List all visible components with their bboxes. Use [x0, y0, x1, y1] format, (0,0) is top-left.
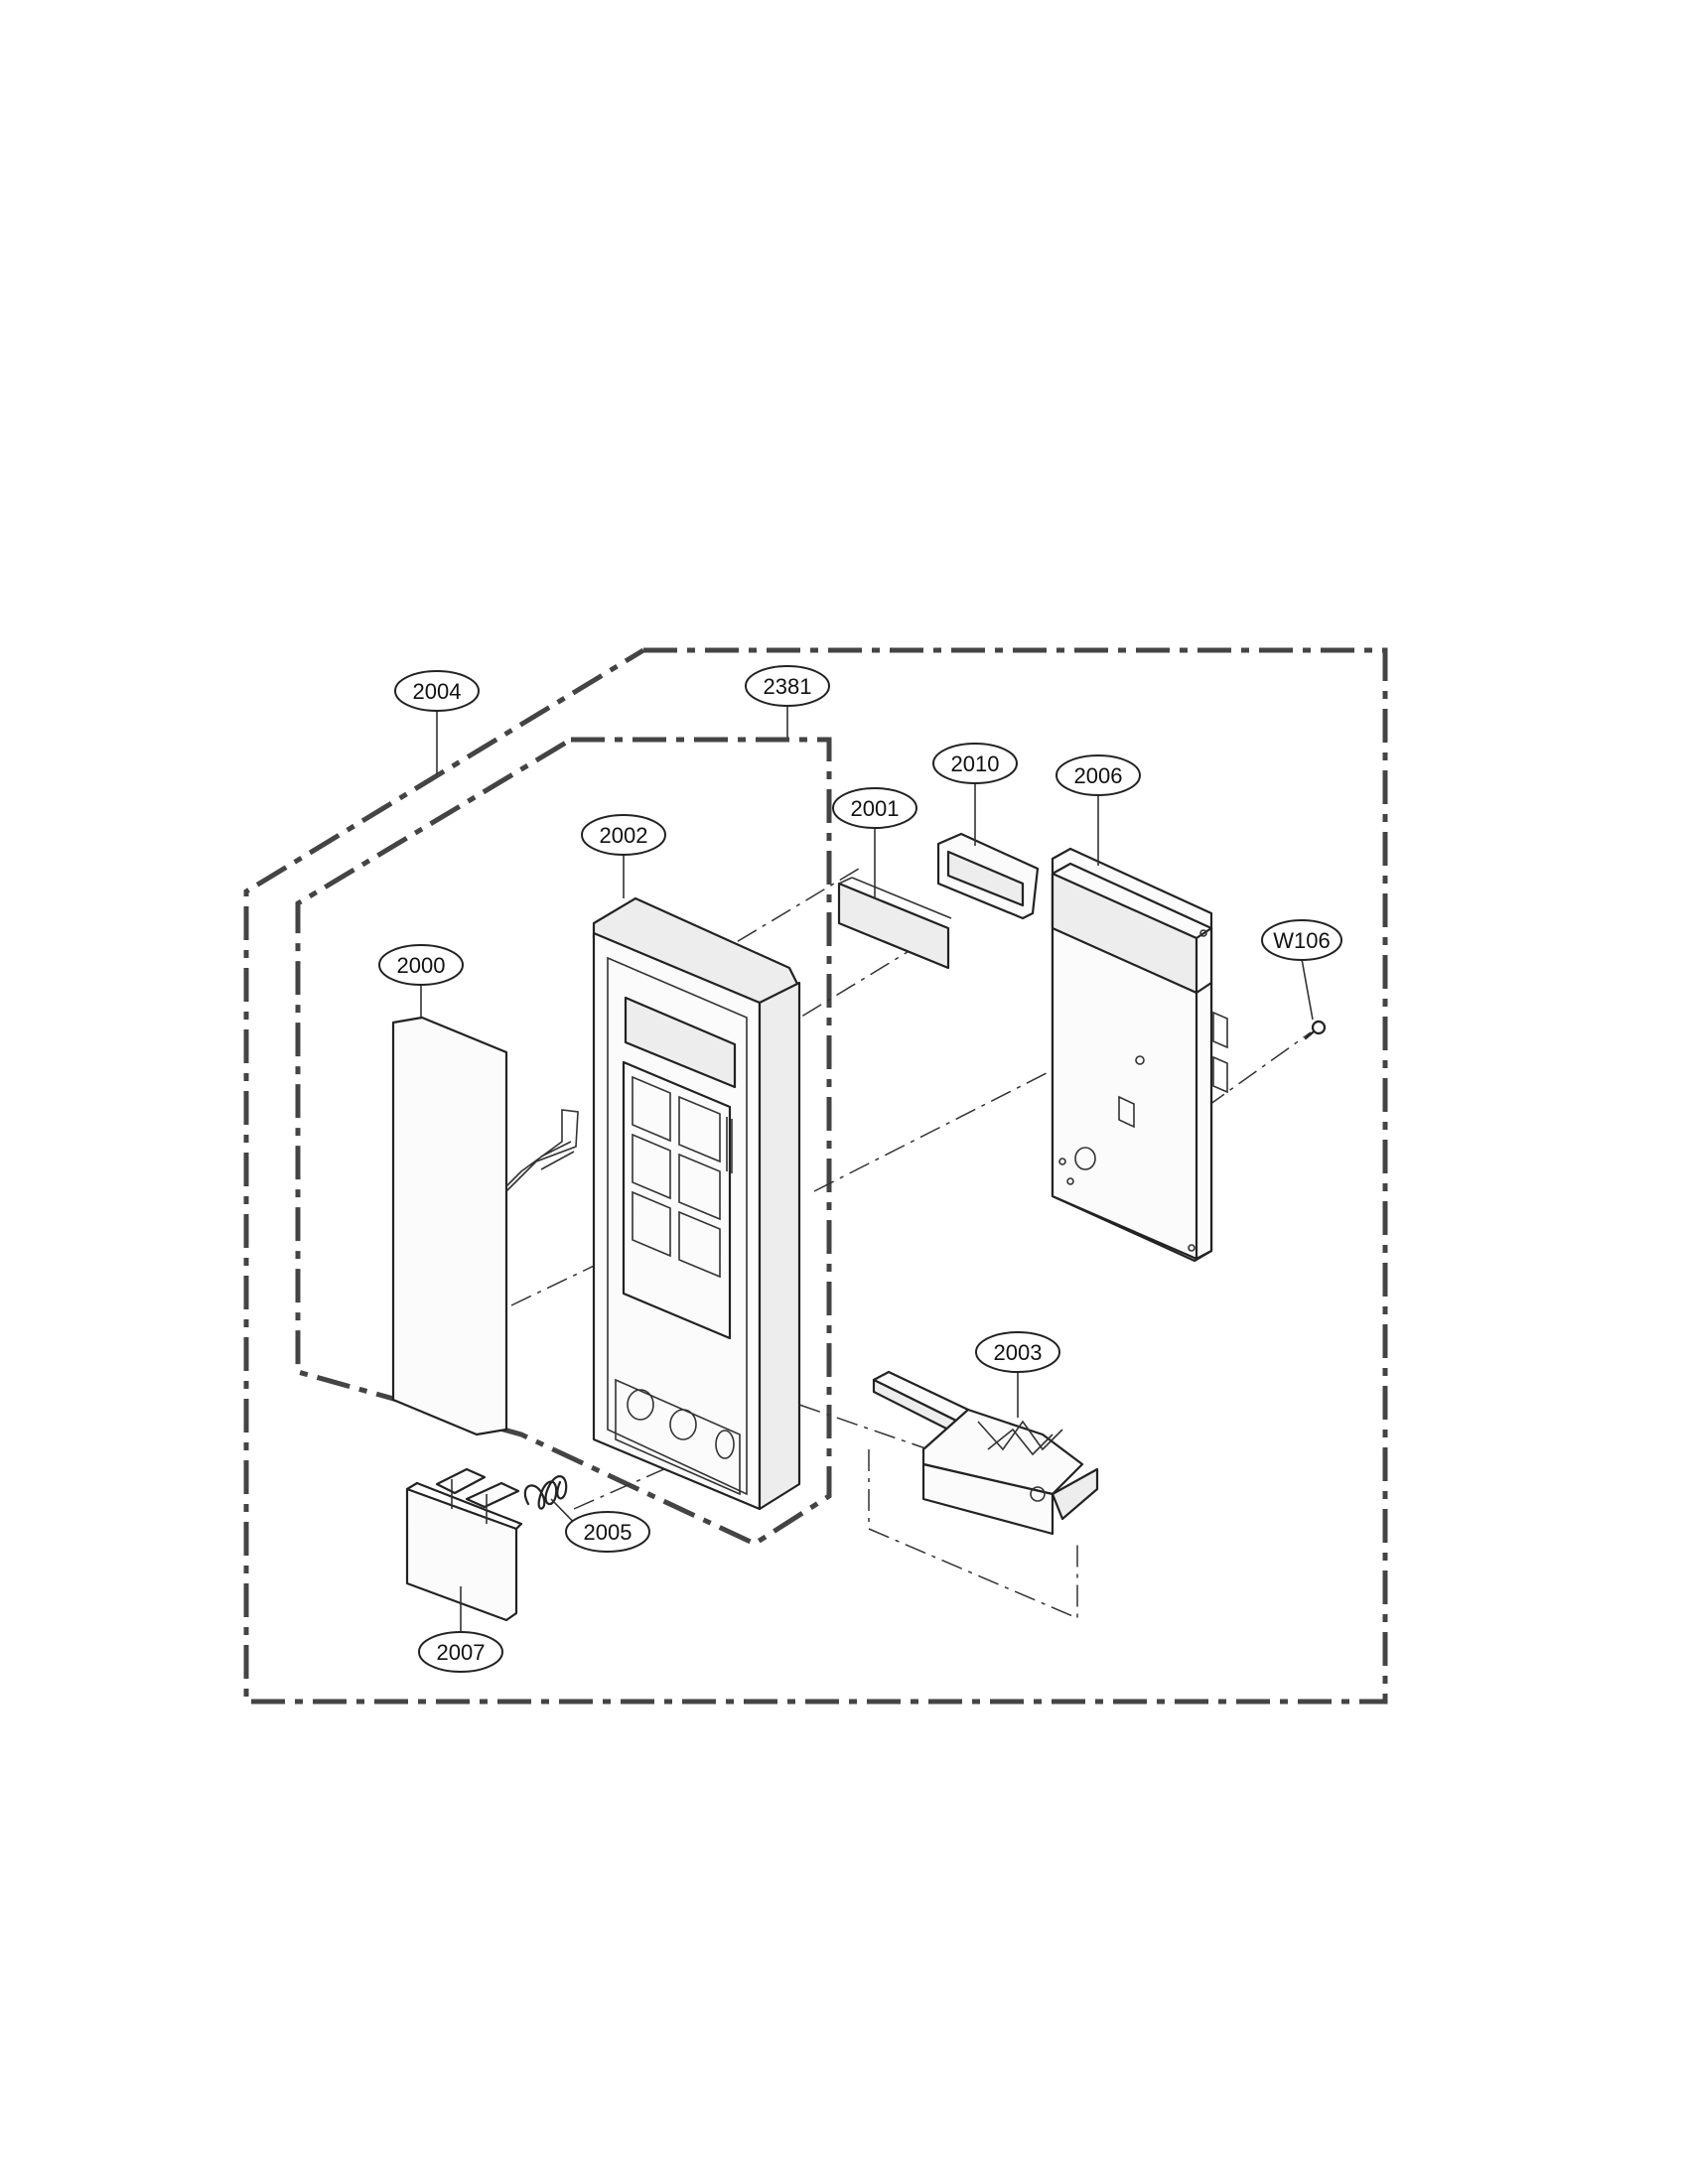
- callout-2004-label: 2004: [413, 679, 462, 704]
- callout-2381: 2381: [745, 665, 830, 707]
- callout-2010-label: 2010: [951, 751, 1000, 776]
- callout-2007: 2007: [418, 1631, 503, 1673]
- part-2006-pcb-assembly: [1051, 847, 1228, 1263]
- callout-w106: W106: [1261, 919, 1342, 961]
- part-2000-membrane-sheet: [391, 1016, 579, 1436]
- outer-assembly-boundary: [243, 647, 1388, 1705]
- part-2003-latch-lever: [872, 1370, 1099, 1536]
- part-2010-display-holder: [936, 832, 1040, 920]
- part-w106-screw: [1304, 1020, 1327, 1040]
- part-2002-control-panel: [592, 896, 801, 1511]
- callout-2006-label: 2006: [1074, 763, 1123, 788]
- callout-2005-label: 2005: [584, 1520, 633, 1545]
- callout-2002: 2002: [581, 814, 666, 856]
- callout-2001-label: 2001: [851, 796, 900, 821]
- part-2001-display-filter: [837, 877, 952, 970]
- inner-assembly-boundary: [295, 737, 832, 1547]
- callout-2010: 2010: [932, 743, 1018, 784]
- callout-2000-label: 2000: [397, 953, 446, 978]
- callout-2001: 2001: [832, 787, 917, 829]
- callout-w106-label: W106: [1273, 928, 1330, 953]
- part-2007-door-button: [405, 1467, 523, 1622]
- keypad-grid: [622, 1060, 733, 1340]
- part-2005-spring: [523, 1475, 568, 1510]
- callout-2004: 2004: [394, 670, 480, 712]
- callout-2003-label: 2003: [994, 1340, 1043, 1365]
- callout-2003: 2003: [975, 1331, 1060, 1373]
- callout-2006: 2006: [1055, 754, 1141, 796]
- callout-2000: 2000: [378, 944, 464, 986]
- callout-2381-label: 2381: [764, 674, 812, 699]
- callout-2007-label: 2007: [437, 1640, 486, 1665]
- callout-2005: 2005: [565, 1511, 650, 1553]
- callout-2002-label: 2002: [600, 823, 648, 848]
